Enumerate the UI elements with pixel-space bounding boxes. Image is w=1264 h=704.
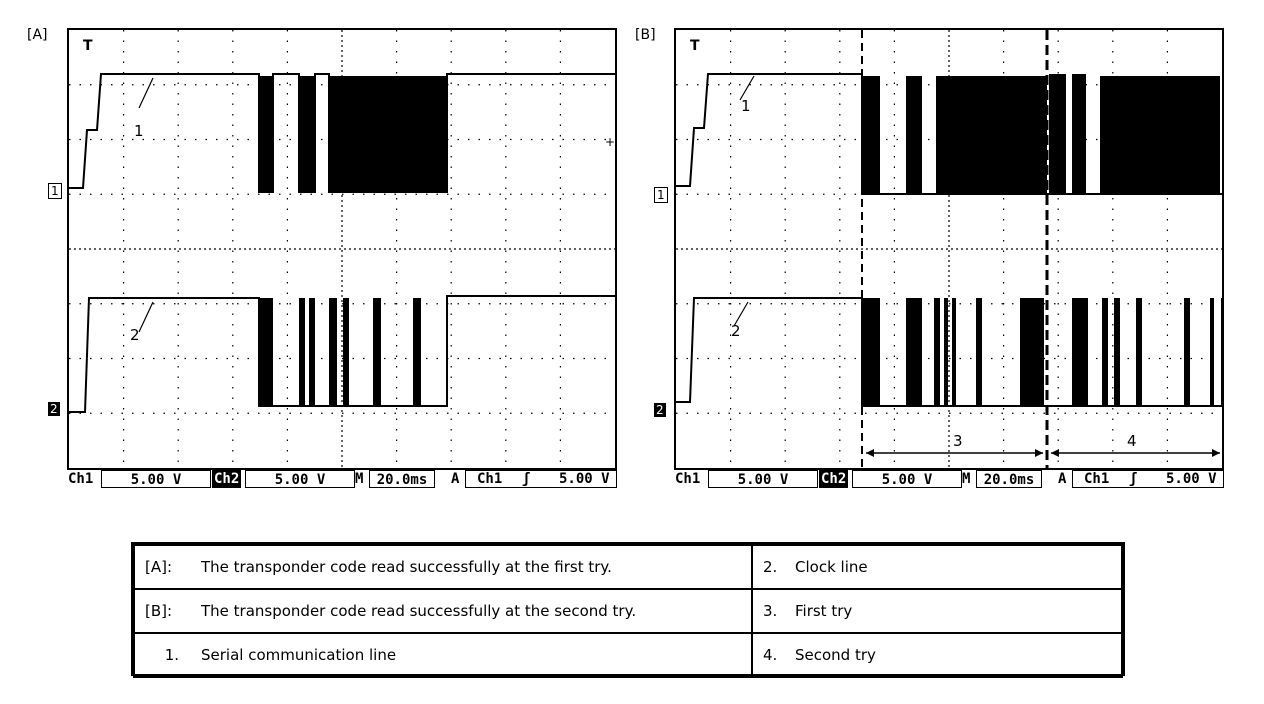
- panel-a-ch2-label: Ch2: [212, 470, 242, 488]
- panel-a-oscilloscope-screen: T+: [67, 28, 617, 470]
- legend-key: [B]:: [133, 588, 191, 634]
- panel-b-trigger-level: 5.00 V: [1166, 471, 1217, 487]
- panel-a-ch1-label: Ch1: [68, 471, 94, 487]
- panel-b-span-label-3: 3: [953, 432, 963, 450]
- trace-2-leader: [733, 301, 749, 327]
- ch1-data-burst: [906, 76, 922, 194]
- ch2-clock-pulse: [862, 298, 880, 406]
- ch1-data-burst: [329, 76, 335, 192]
- panel-b-oscilloscope-screen: T: [674, 28, 1224, 470]
- legend-key: 3.: [751, 588, 785, 634]
- ch2-clock-pulse: [944, 298, 948, 406]
- ch2-clock-pulse: [259, 298, 273, 406]
- ch1-data-burst: [938, 76, 1047, 194]
- panel-b-status-bar: Ch1 5.00 V Ch2 5.00 V M 20.0ms A Ch1 ʃ 5…: [674, 470, 1224, 490]
- ch2-clock-pulse: [934, 298, 940, 406]
- ch2-clock-pulse: [413, 298, 421, 406]
- panel-a-waveform-plot: T+: [69, 30, 615, 468]
- ch2-clock-pulse: [1210, 298, 1214, 406]
- ch2-clock-pulse: [1184, 298, 1190, 406]
- panel-b-trace-label-2: 2: [731, 322, 741, 340]
- panel-a-ch2-ground-marker: 2: [48, 402, 60, 416]
- ch2-clock-pulse: [1020, 298, 1044, 406]
- panel-a-tag: [A]: [27, 27, 48, 43]
- legend-key: 1.: [133, 632, 191, 678]
- panel-a-ch1-volts: 5.00 V: [101, 470, 211, 488]
- legend-text: First try: [785, 588, 1123, 634]
- panel-a-trigger-slope-icon: ʃ: [522, 471, 531, 487]
- panel-a-trigger-ch: Ch1: [477, 471, 503, 487]
- panel-b-trace-label-1: 1: [741, 97, 751, 115]
- panel-b-ch2-volts: 5.00 V: [852, 470, 962, 488]
- legend-text: Serial communication line: [191, 632, 753, 678]
- ch2-clock-pulse: [1072, 298, 1088, 406]
- ch2-clock-pulse: [309, 298, 315, 406]
- ch2-clock-pulse: [299, 298, 305, 406]
- ch2-clock-pulse: [952, 298, 956, 406]
- panel-a-trigger-box: [465, 470, 617, 488]
- panel-b-timebase: 20.0ms: [976, 470, 1042, 488]
- ch2-clock-pulse: [343, 298, 349, 406]
- panel-b-ch2-ground-marker: 2: [654, 403, 666, 417]
- legend-row: [A]: The transponder code read successfu…: [133, 544, 1123, 590]
- panel-a-status-bar: Ch1 5.00 V Ch2 5.00 V M 20.0ms A Ch1 ʃ 5…: [67, 470, 617, 490]
- panel-b-waveform-plot: T: [676, 30, 1222, 468]
- trigger-position-icon: T: [83, 38, 93, 54]
- ch1-data-burst: [1072, 74, 1086, 194]
- panel-b-span-label-4: 4: [1127, 432, 1137, 450]
- panel-b-ch1-label: Ch1: [675, 471, 701, 487]
- panel-b-ch2-label: Ch2: [819, 470, 849, 488]
- ch1-data-burst: [333, 76, 447, 192]
- trigger-level-marker: +: [605, 135, 615, 149]
- panel-b-trigger-ch: Ch1: [1084, 471, 1110, 487]
- panel-b-ch1-volts: 5.00 V: [708, 470, 818, 488]
- legend-table: [A]: The transponder code read successfu…: [131, 542, 1125, 678]
- legend-text: Second try: [785, 632, 1123, 678]
- legend-key: 2.: [751, 544, 785, 590]
- ch2-clock-pulse: [1136, 298, 1142, 406]
- ch2-clock-pulse: [1102, 298, 1108, 406]
- legend-key: 4.: [751, 632, 785, 678]
- ch2-clock-pulse: [373, 298, 381, 406]
- ch2-clock-pulse: [329, 298, 337, 406]
- legend-row: [B]: The transponder code read successfu…: [133, 588, 1123, 634]
- panel-b-m-label: M: [962, 471, 971, 487]
- trigger-position-icon: T: [690, 38, 700, 54]
- legend-key: [A]:: [133, 544, 191, 590]
- ch2-clock-pulse: [1114, 298, 1120, 406]
- legend-text: Clock line: [785, 544, 1123, 590]
- panel-a-ch1-ground-marker: 1: [48, 183, 62, 199]
- trace-1-leader: [138, 77, 154, 109]
- ch2-clock-trace: [69, 295, 615, 413]
- panel-b-ch1-ground-marker: 1: [654, 187, 668, 203]
- panel-a-trigger-level: 5.00 V: [559, 471, 610, 487]
- ch1-data-burst: [259, 76, 273, 192]
- ch1-data-burst: [299, 76, 315, 192]
- legend-text: The transponder code read successfully a…: [191, 544, 753, 590]
- legend-text: The transponder code read successfully a…: [191, 588, 753, 634]
- panel-b-a-label: A: [1058, 471, 1067, 487]
- panel-a-trace-label-2: 2: [130, 326, 140, 344]
- panel-a-trace-label-1: 1: [134, 122, 144, 140]
- panel-a-a-label: A: [451, 471, 460, 487]
- trace-1-leader: [739, 75, 755, 101]
- ch2-clock-pulse: [906, 298, 922, 406]
- panel-b-tag: [B]: [635, 27, 656, 43]
- panel-a-m-label: M: [355, 471, 364, 487]
- ch1-data-burst: [1049, 74, 1066, 194]
- ch1-data-burst: [1100, 76, 1220, 194]
- ch1-data-burst: [862, 76, 880, 194]
- legend-row: 1. Serial communication line 4. Second t…: [133, 632, 1123, 678]
- panel-a-ch2-volts: 5.00 V: [245, 470, 355, 488]
- panel-b-trigger-box: [1072, 470, 1224, 488]
- panel-a-timebase: 20.0ms: [369, 470, 435, 488]
- panel-b-trigger-slope-icon: ʃ: [1129, 471, 1138, 487]
- trace-2-leader: [138, 301, 154, 333]
- ch2-clock-pulse: [976, 298, 982, 406]
